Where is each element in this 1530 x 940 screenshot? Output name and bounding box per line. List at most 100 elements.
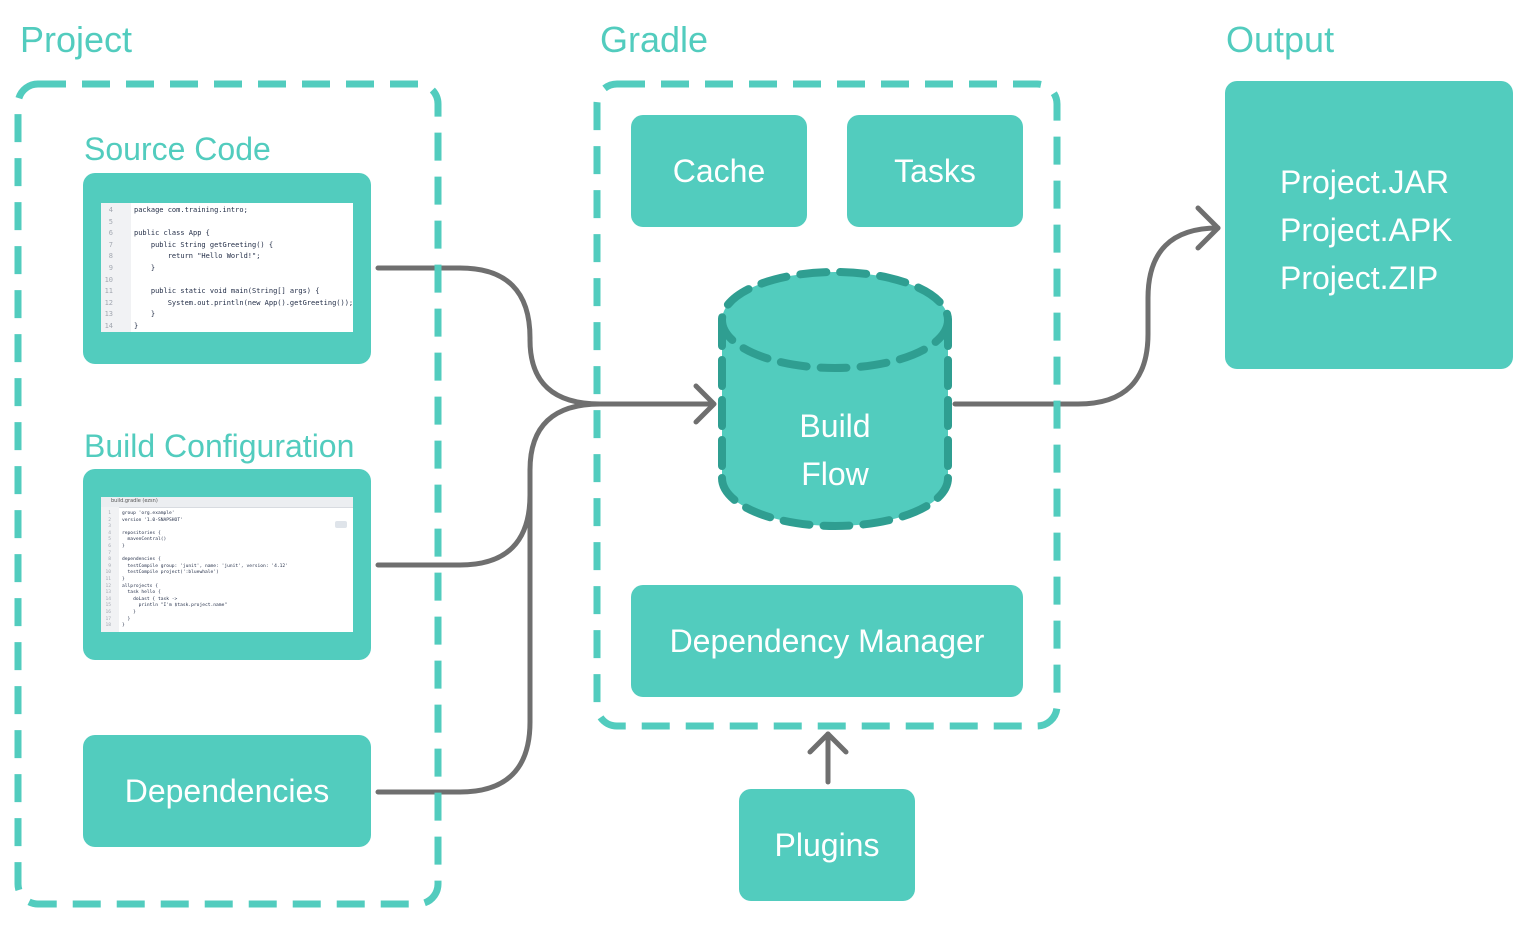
tasks-box: Tasks [847, 115, 1023, 227]
output-arrowhead [1195, 205, 1221, 251]
output-item-apk: Project.APK [1280, 212, 1453, 248]
code-text: } [134, 310, 156, 319]
code-text: mavenCentral() [122, 537, 167, 543]
line-number: 11 [105, 577, 111, 582]
code-line: 5 mavenCentral() [101, 537, 353, 544]
code-text: } [134, 264, 156, 272]
dependency-manager-box: Dependency Manager [631, 585, 1023, 697]
line-number: 3 [108, 524, 111, 530]
code-line: 5 [101, 217, 353, 229]
line-number: 8 [108, 252, 113, 261]
code-line: 3 [101, 524, 353, 531]
line-number: 14 [105, 596, 111, 602]
output-title: Output [1226, 19, 1335, 60]
buildflow-to-output-arrow [952, 225, 1221, 407]
dependencies-label: Dependencies [124, 772, 330, 809]
line-number: 8 [108, 557, 111, 563]
output-box: Project.JAR Project.APK Project.ZIP [1225, 81, 1513, 369]
line-number: 16 [105, 610, 111, 615]
build-flow-line-1: Build [799, 408, 871, 444]
build-flow-label: Build Flow [735, 402, 935, 498]
line-number: 11 [104, 287, 113, 296]
project-dashed-border [14, 80, 442, 908]
code-line: 9 testCompile group: 'junit', name: 'jun… [101, 564, 353, 571]
line-number: 5 [108, 537, 111, 543]
code-line: 17 } [101, 617, 353, 624]
code-text: } [122, 616, 131, 622]
code-text: System.out.println(new App().getGreeting… [134, 298, 353, 307]
code-text: public class App { [134, 229, 210, 238]
line-number: 13 [104, 310, 113, 319]
code-line: 15 println "I'm $task.project.name" [101, 603, 353, 610]
line-number: 9 [108, 264, 113, 272]
code-line: 8 return "Hello World!"; [101, 251, 353, 263]
code-line: 2 version '1.0-SNAPSHOT' [101, 518, 353, 525]
line-number: 18 [105, 623, 111, 629]
code-text: } [122, 577, 125, 582]
line-number: 6 [108, 544, 111, 549]
code-line: 11 public static void main(String[] args… [101, 286, 353, 298]
code-text: } [134, 322, 139, 330]
dependencies-box: Dependencies [83, 735, 371, 847]
line-number: 13 [105, 590, 111, 596]
code-line: 4 repositories { [101, 531, 353, 538]
code-line: 14} [101, 321, 353, 332]
code-line: 13 task hello { [101, 590, 353, 597]
gradle-dashed-border [593, 80, 1061, 730]
code-text: repositories { [122, 530, 161, 536]
code-text: version '1.0-SNAPSHOT' [122, 517, 183, 523]
cache-label: Cache [672, 152, 766, 189]
code-line: 7 [101, 551, 353, 558]
line-number: 10 [105, 570, 111, 576]
code-line: 10 testCompile project(':bluewhale') [101, 570, 353, 577]
code-text: } [122, 623, 125, 629]
code-text: allprojects { [122, 583, 158, 589]
code-line: 11} [101, 577, 353, 584]
line-number: 7 [108, 550, 111, 556]
plugins-arrowhead [807, 731, 849, 755]
code-text: testCompile group: 'junit', name: 'junit… [122, 563, 288, 569]
code-line: 18} [101, 623, 353, 630]
code-line: 10 [101, 275, 353, 287]
editor-tab-bar: build.gradle (ezsn) [101, 497, 353, 508]
code-line: 12 allprojects { [101, 584, 353, 591]
line-number: 2 [108, 517, 111, 523]
dependency-manager-label: Dependency Manager [669, 622, 985, 659]
code-line: 14 doLast { task -> [101, 597, 353, 604]
gradle-title: Gradle [600, 19, 709, 60]
code-line: 16 } [101, 610, 353, 617]
code-text: public static void main(String[] args) { [134, 287, 320, 296]
code-text: testCompile project(':bluewhale') [122, 570, 219, 576]
plugins-label: Plugins [774, 826, 880, 863]
line-number: 9 [108, 563, 111, 569]
code-line: 12 System.out.println(new App().getGreet… [101, 298, 353, 310]
code-text: return "Hello World!"; [134, 252, 261, 261]
gradle-icon [335, 521, 347, 528]
line-number: 14 [104, 322, 113, 330]
line-number: 15 [105, 603, 111, 609]
code-text: public String getGreeting() { [134, 240, 274, 249]
buildflow-arrowhead [693, 383, 717, 425]
line-number: 17 [105, 616, 111, 622]
line-number: 4 [108, 530, 111, 536]
output-item-zip: Project.ZIP [1280, 260, 1439, 296]
code-line: 13 } [101, 309, 353, 321]
output-list: Project.JAR Project.APK Project.ZIP [1280, 158, 1453, 302]
line-number: 12 [105, 583, 111, 589]
project-title: Project [20, 19, 133, 60]
editor-tab: build.gradle (ezsn) [111, 498, 158, 504]
source-code-label: Source Code [84, 131, 271, 167]
source-to-buildflow-arrow [375, 265, 715, 407]
dependencies-to-buildflow-arrow [375, 467, 533, 795]
line-number: 1 [108, 511, 111, 516]
code-text: println "I'm $task.project.name" [122, 603, 228, 609]
